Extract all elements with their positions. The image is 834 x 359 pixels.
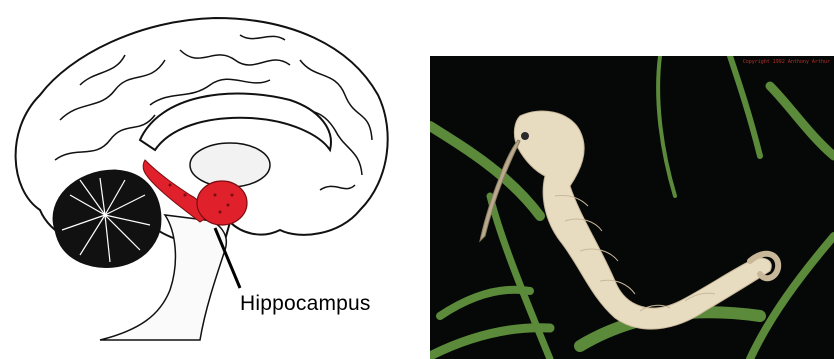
seahorse-scene bbox=[430, 56, 834, 359]
copyright-notice: Copyright 1992 Anthony Arthur bbox=[743, 59, 830, 65]
seahorse-eye bbox=[521, 132, 529, 140]
hippocampus-label: Hippocampus bbox=[240, 292, 371, 316]
thalamus bbox=[190, 143, 270, 187]
seahorse-photo: Copyright 1992 Anthony Arthur bbox=[430, 56, 834, 359]
brain-illustration: Hippocampus bbox=[0, 0, 420, 359]
